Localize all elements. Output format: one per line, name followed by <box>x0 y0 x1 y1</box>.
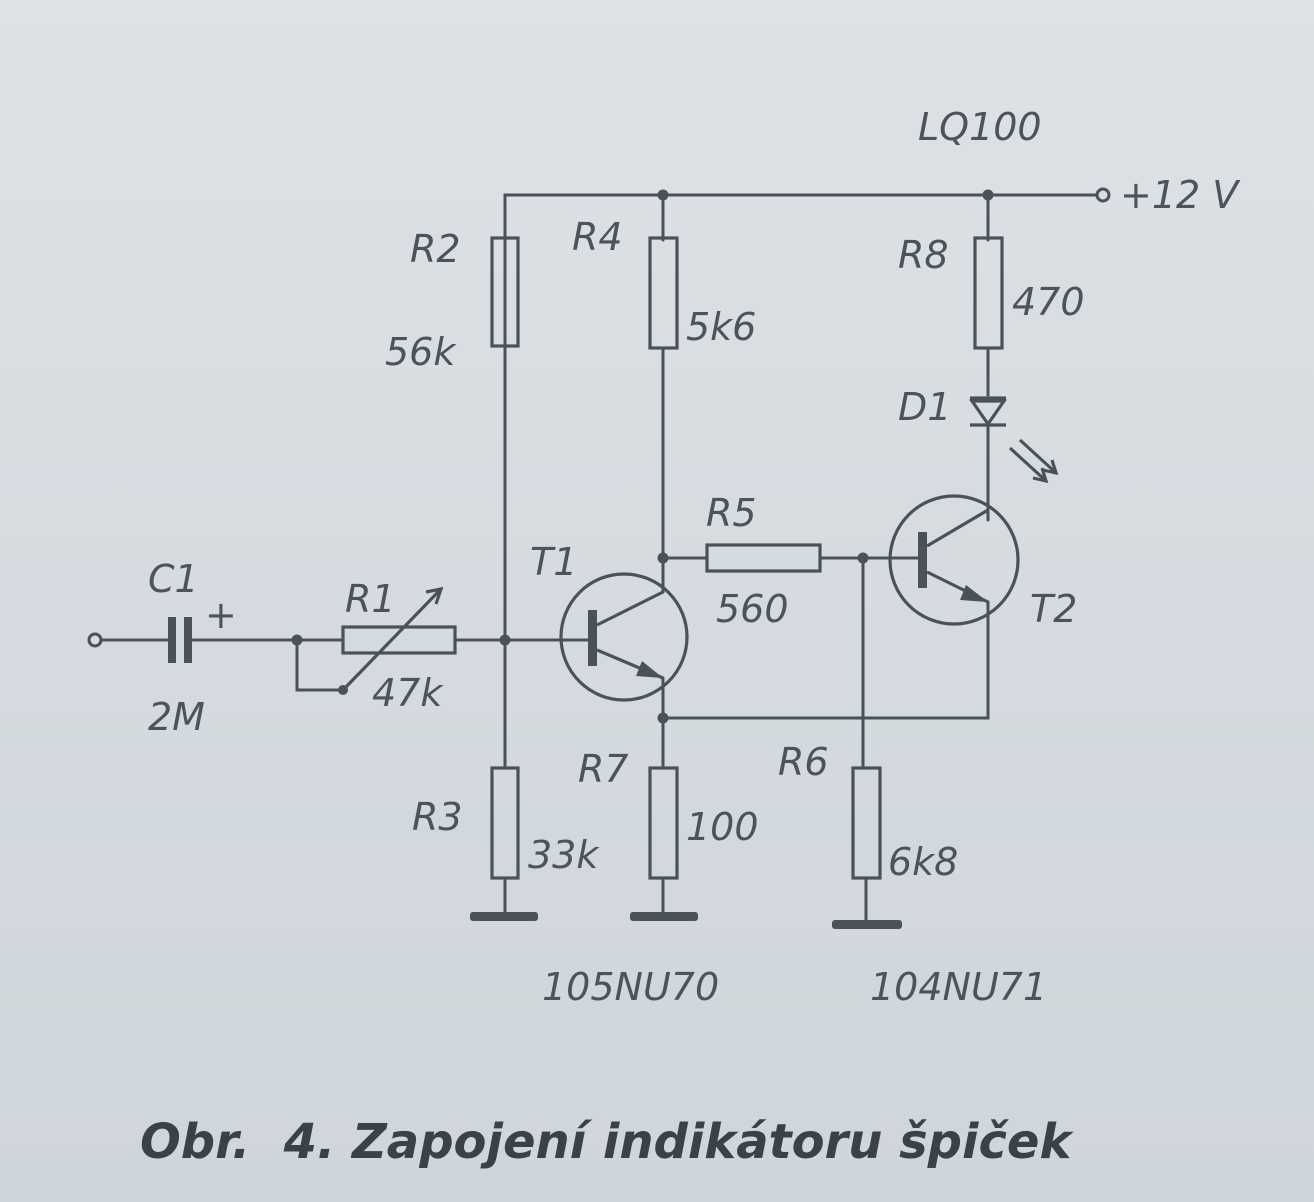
r4-value-label: 5k6 <box>686 305 756 349</box>
junction-dot <box>291 634 303 646</box>
junction-dot <box>499 634 511 646</box>
junctions <box>87 187 1111 724</box>
r5-value-label: 560 <box>716 587 789 631</box>
r8-name-label: R8 <box>898 233 949 277</box>
t2-emitter-wire <box>661 600 990 720</box>
t1-transistor <box>559 572 689 702</box>
r4-resistor <box>648 236 679 350</box>
t1-name-label: T1 <box>530 540 577 584</box>
r5-name-label: R5 <box>706 491 757 535</box>
ground-symbol <box>832 920 902 929</box>
r1-name-label: R1 <box>345 577 396 621</box>
d1-led <box>968 396 1059 484</box>
r3-resistor <box>490 766 520 880</box>
r2-resistor <box>490 236 520 348</box>
junction-dot <box>657 552 669 564</box>
c1-name-label: C1 <box>148 557 199 601</box>
r8-resistor <box>973 236 1004 350</box>
supply-label: +12 V <box>1120 173 1241 217</box>
c1-capacitor <box>168 617 192 663</box>
d1-name-label: D1 <box>898 385 951 429</box>
r4-name-label: R4 <box>572 215 623 259</box>
r2-value-label: 56k <box>385 330 457 374</box>
r1-value-label: 47k <box>372 671 444 715</box>
r5-resistor <box>705 543 822 573</box>
junction-dot <box>982 189 994 201</box>
wires <box>98 193 1100 924</box>
r6-resistor <box>851 766 882 880</box>
ground-symbol <box>470 912 538 921</box>
c1-value-label: 2M <box>148 695 205 739</box>
r2-name-label: R2 <box>410 227 461 271</box>
r1-wiper-wire <box>295 638 345 692</box>
r1-variable-resistor <box>341 586 457 692</box>
t2-transistor <box>888 494 1020 626</box>
r7-resistor <box>648 766 679 880</box>
r6-value-label: 6k8 <box>888 840 958 884</box>
r6-name-label: R6 <box>778 740 829 784</box>
input-terminal <box>87 632 103 648</box>
supply-terminal <box>1095 187 1111 203</box>
c1-polarity-mark: + <box>205 593 237 637</box>
r3-name-label: R3 <box>412 795 463 839</box>
led-type-label: LQ100 <box>918 105 1042 149</box>
supply-rail <box>503 193 1100 347</box>
r3-value-label: 33k <box>528 833 600 877</box>
t1-type-label: 105NU70 <box>542 965 719 1009</box>
r8-value-label: 470 <box>1012 280 1085 324</box>
junction-dot <box>857 552 869 564</box>
t2-name-label: T2 <box>1030 587 1077 631</box>
ground-symbol <box>630 912 698 921</box>
junction-dot <box>657 189 669 201</box>
r7-value-label: 100 <box>686 805 759 849</box>
junction-dot <box>657 712 669 724</box>
r7-name-label: R7 <box>578 747 629 791</box>
t2-type-label: 104NU71 <box>870 965 1047 1009</box>
figure-caption: Obr. 4. Zapojení indikátoru špiček <box>140 1114 1074 1170</box>
